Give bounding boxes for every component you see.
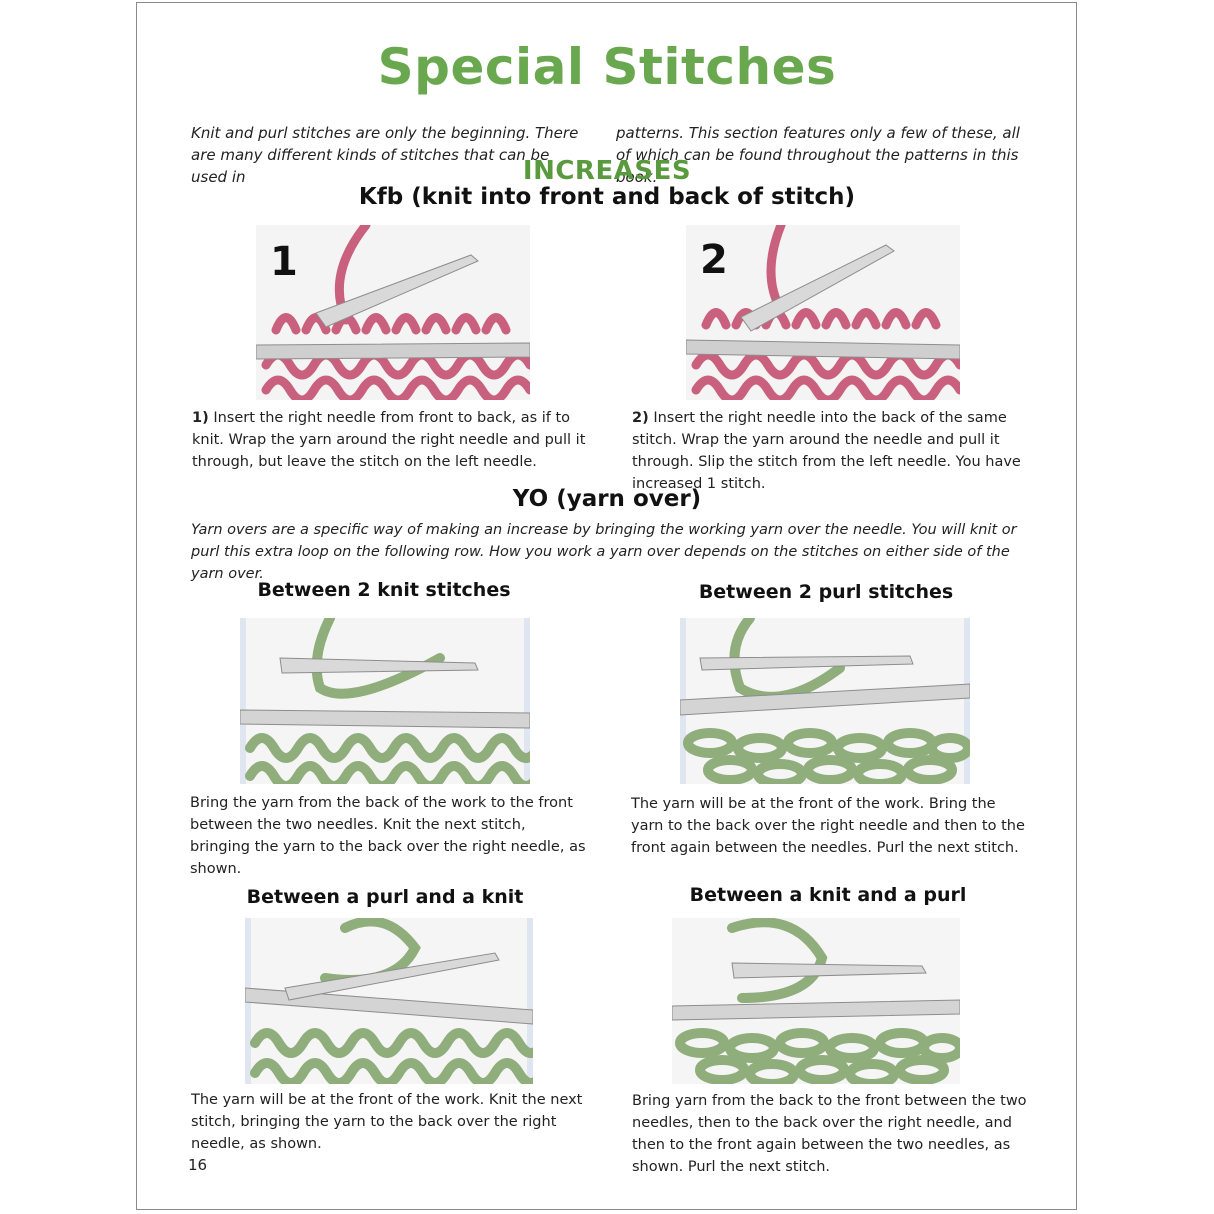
intro-left: Knit and purl stitches are only the begi… <box>191 124 579 186</box>
step-number: 1 <box>270 239 298 285</box>
kfb-step1-text: 1) Insert the right needle from front to… <box>192 407 587 473</box>
purl-purl-illustration <box>680 618 970 784</box>
yo-description: Yarn overs are a specific way of making … <box>191 522 1017 582</box>
purl-purl-heading: Between 2 purl stitches <box>698 581 954 603</box>
kfb-step1-illustration: 1 <box>256 225 530 400</box>
knitting-illustration-green <box>672 918 960 1084</box>
knitting-illustration-green <box>240 618 530 784</box>
knit-purl-illustration <box>672 918 960 1084</box>
step-lead: 2) <box>632 410 649 426</box>
knitting-illustration-green <box>680 618 970 784</box>
purl-knit-text: The yarn will be at the front of the wor… <box>191 1092 583 1152</box>
kfb-step2-text: 2) Insert the right needle into the back… <box>632 407 1032 495</box>
kfb-step2-illustration: 2 <box>686 225 960 400</box>
yo-heading: YO (yarn over) <box>512 486 702 512</box>
page-title: Special Stitches <box>377 38 837 96</box>
purl-purl-text: The yarn will be at the front of the wor… <box>631 796 1025 856</box>
step-body: Insert the right needle from front to ba… <box>192 410 586 470</box>
step-number: 2 <box>700 237 728 283</box>
intro-right: patterns. This section features only a f… <box>616 124 1020 186</box>
knit-purl-text: Bring yarn from the back to the front be… <box>632 1093 1027 1175</box>
knitting-illustration-green <box>245 918 533 1084</box>
knitting-illustration-pink: 1 <box>256 225 530 400</box>
increases-heading: INCREASES <box>522 156 692 186</box>
step-lead: 1) <box>192 410 209 426</box>
kfb-heading: Kfb (knit into front and back of stitch) <box>358 184 856 210</box>
knitting-illustration-pink: 2 <box>686 225 960 400</box>
knit-purl-heading: Between a knit and a purl <box>689 884 967 906</box>
knit-knit-text: Bring the yarn from the back of the work… <box>190 795 586 877</box>
page-frame <box>136 2 1077 1210</box>
page-number: 16 <box>188 1156 208 1174</box>
purl-knit-illustration <box>245 918 533 1084</box>
knit-knit-heading: Between 2 knit stitches <box>257 579 511 601</box>
step-body: Insert the right needle into the back of… <box>632 410 1021 492</box>
knit-knit-illustration <box>240 618 530 784</box>
purl-knit-heading: Between a purl and a knit <box>246 886 524 908</box>
